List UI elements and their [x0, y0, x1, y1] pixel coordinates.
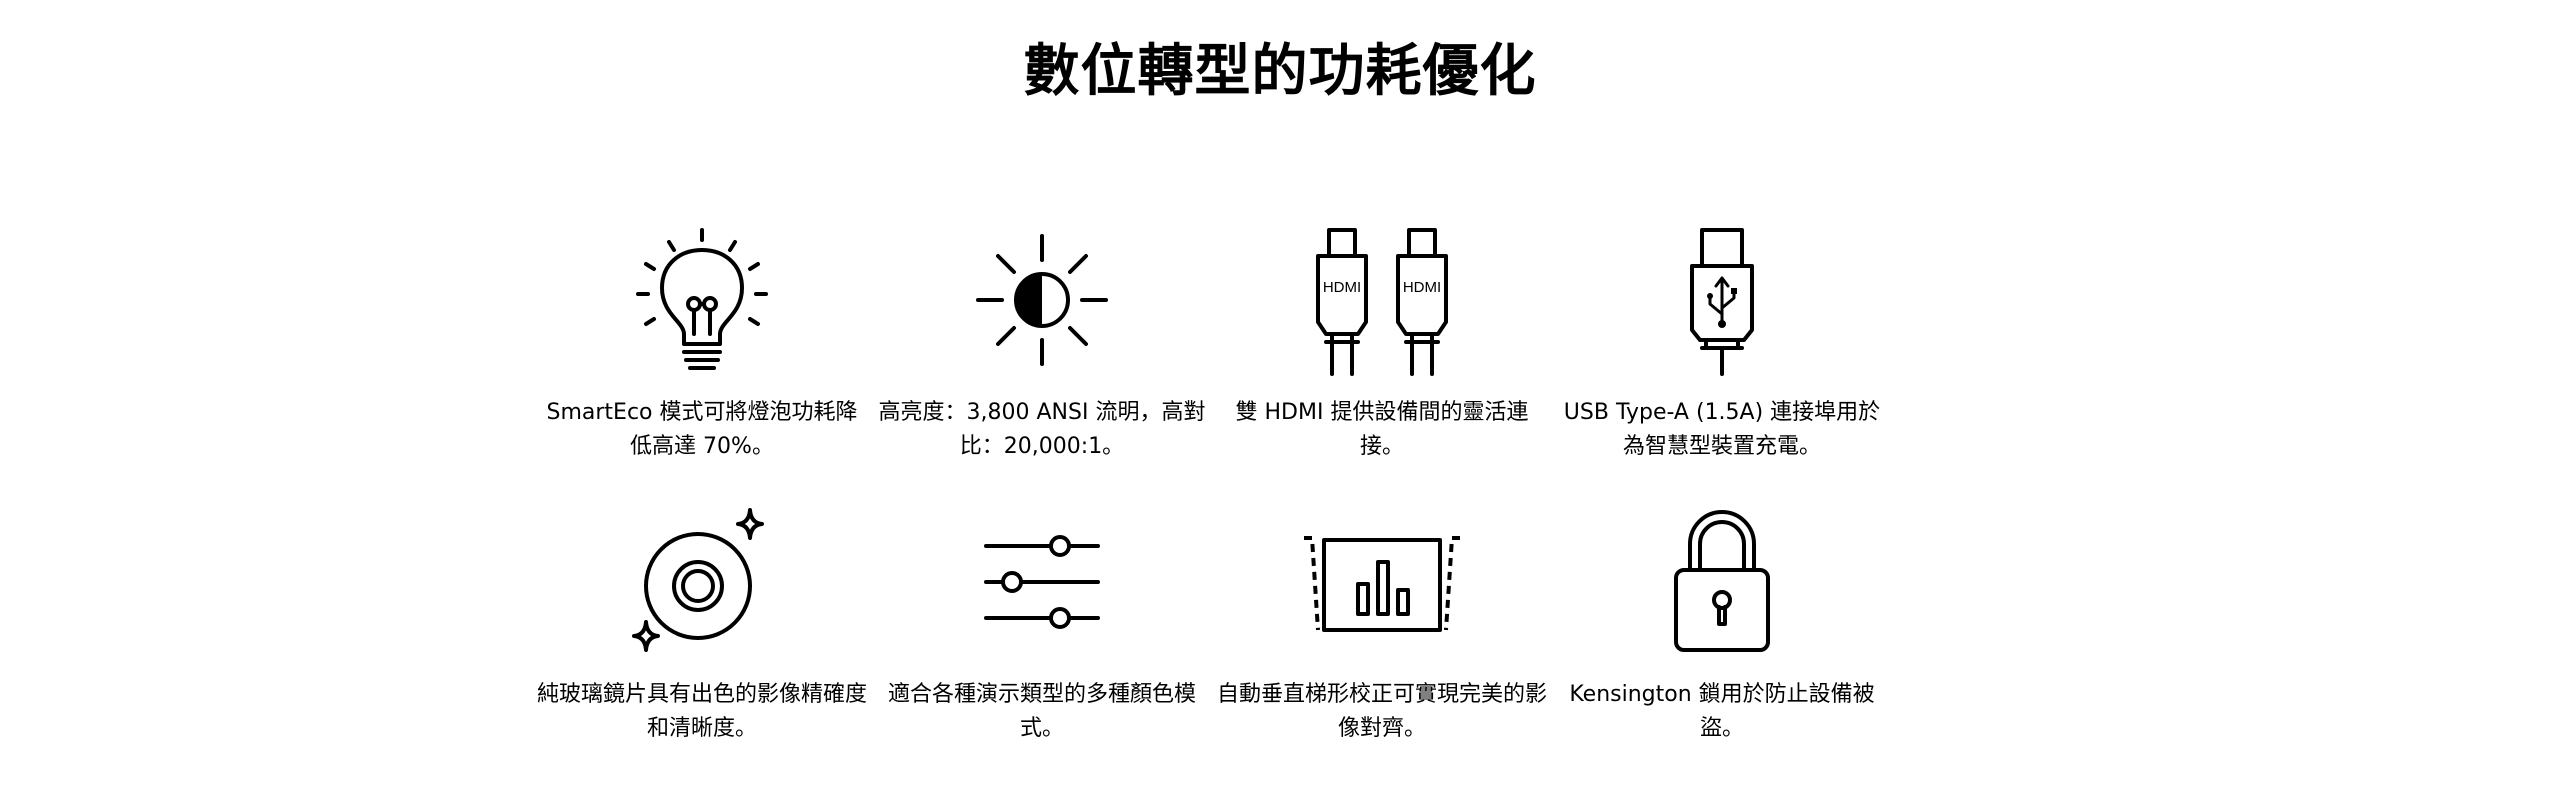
- keystone-correction-icon: [1302, 504, 1462, 664]
- usb-icon: [1642, 222, 1802, 382]
- feature-kensington-lock: Kensington 鎖用於防止設備被盜。: [1552, 504, 1892, 786]
- sliders-icon: [962, 504, 1122, 664]
- feature-caption: 適合各種演示類型的多種顏色模式。: [887, 682, 1196, 741]
- hdmi-port-label: HDMI: [1323, 279, 1361, 296]
- brightness-contrast-icon: [962, 222, 1122, 382]
- feature-caption: 高亮度：3,800 ANSI 流明，高對比：20,000:1。: [878, 400, 1206, 459]
- feature-caption: Kensington 鎖用於防止設備被盜。: [1569, 682, 1875, 741]
- hdmi-ports-icon: HDMI HDMI: [1302, 222, 1462, 382]
- feature-brightness: 高亮度：3,800 ANSI 流明，高對比：20,000:1。: [872, 222, 1212, 504]
- feature-dual-hdmi: HDMI HDMI 雙 HDMI 提供設備間的靈活連接。: [1212, 222, 1552, 504]
- page-title: 數位轉型的功耗優化: [1023, 39, 1537, 104]
- feature-caption: 雙 HDMI 提供設備間的靈活連接。: [1235, 400, 1529, 459]
- feature-caption: 自動垂直梯形校正可實現完美的影像對齊。: [1217, 682, 1548, 741]
- feature-caption: 純玻璃鏡片具有出色的影像精確度和清晰度。: [537, 682, 868, 741]
- features-grid: SmartEco 模式可將燈泡功耗降低高達 70%。 高亮度：3,800 ANS…: [532, 222, 1892, 786]
- glass-lens-icon: [622, 504, 782, 664]
- feature-caption: SmartEco 模式可將燈泡功耗降低高達 70%。: [546, 400, 858, 459]
- feature-color-modes: 適合各種演示類型的多種顏色模式。: [872, 504, 1212, 786]
- hdmi-port-label: HDMI: [1403, 279, 1441, 296]
- padlock-icon: [1642, 504, 1802, 664]
- feature-caption: USB Type-A (1.5A) 連接埠用於為智慧型裝置充電。: [1563, 400, 1881, 459]
- lightbulb-icon: [622, 222, 782, 382]
- feature-glass-lens: 純玻璃鏡片具有出色的影像精確度和清晰度。: [532, 504, 872, 786]
- feature-smarteco: SmartEco 模式可將燈泡功耗降低高達 70%。: [532, 222, 872, 504]
- feature-usb: USB Type-A (1.5A) 連接埠用於為智慧型裝置充電。: [1552, 222, 1892, 504]
- feature-keystone: 自動垂直梯形校正可實現完美的影像對齊。: [1212, 504, 1552, 786]
